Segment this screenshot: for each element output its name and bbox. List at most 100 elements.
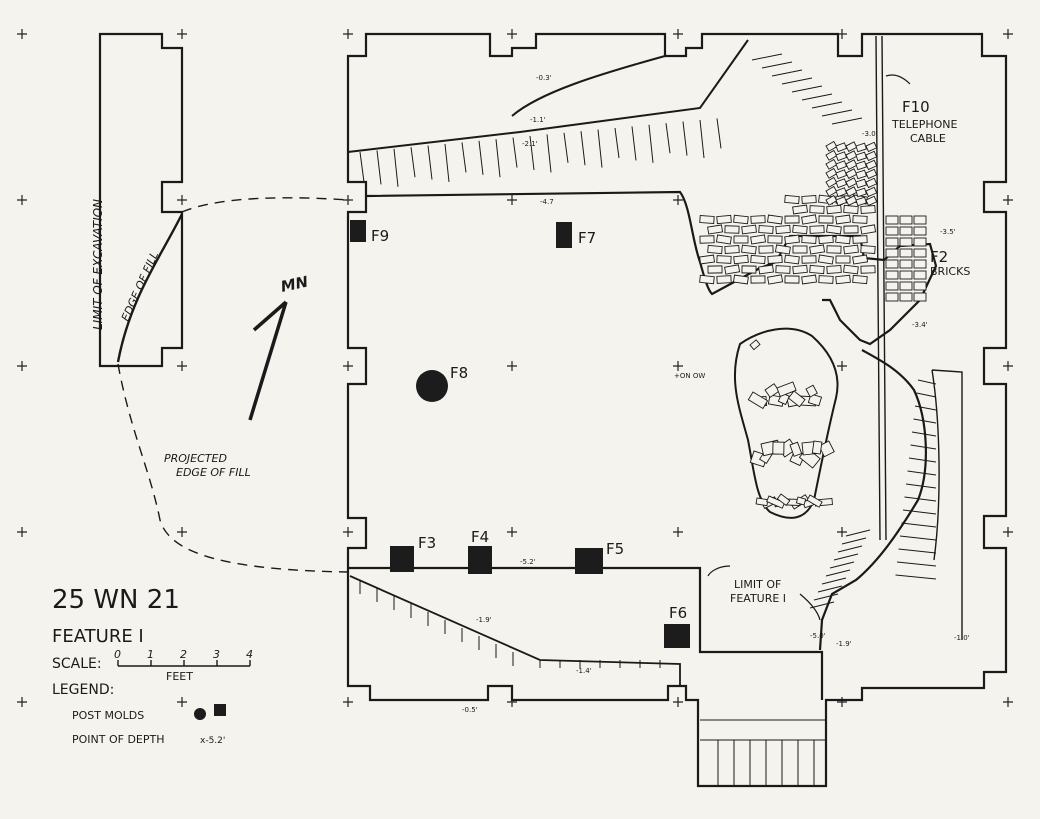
- depth-point: -0.3': [536, 74, 552, 82]
- f10-label: F10: [902, 98, 930, 116]
- brick: [716, 214, 732, 225]
- main-excavation-outline: [346, 32, 1008, 788]
- grid-cross: [1003, 697, 1013, 707]
- brick: [899, 292, 913, 302]
- brick: [865, 168, 878, 180]
- brick: [860, 205, 876, 214]
- rubble-stone: [795, 496, 807, 506]
- bottom-stair-lines: [700, 719, 826, 786]
- brick: [801, 274, 817, 285]
- brick: [818, 215, 834, 224]
- brick: [860, 224, 877, 235]
- brick: [767, 255, 783, 264]
- grid-cross: [1003, 29, 1013, 39]
- post-mold-f5: [575, 548, 603, 574]
- scale-tick-3: 3: [213, 648, 220, 661]
- rubble-stone: [766, 495, 786, 509]
- magnetic-north-label: MN: [279, 272, 310, 295]
- brick: [826, 204, 842, 215]
- legend-depth-sample: x-5.2': [200, 736, 225, 746]
- brick: [826, 245, 842, 254]
- brick: [843, 244, 859, 255]
- grid-cross: [177, 361, 187, 371]
- grid-cross: [1003, 195, 1013, 205]
- brick: [825, 149, 838, 161]
- brick: [809, 225, 825, 234]
- feature-label-f3: F3: [418, 534, 436, 552]
- grid-cross: [673, 29, 683, 39]
- brick: [775, 224, 791, 235]
- post-mold-f3: [390, 546, 414, 572]
- projected-edge-top: [181, 197, 349, 213]
- bricks-cluster: [699, 140, 927, 302]
- depth-point: -0.5': [462, 706, 478, 714]
- brick: [818, 275, 834, 284]
- feature-label-f4: F4: [471, 528, 489, 546]
- brick: [885, 248, 899, 258]
- brick: [758, 225, 774, 234]
- rubble-stone: [749, 339, 761, 351]
- rubble-stone: [805, 384, 818, 398]
- rubble-stone: [755, 497, 769, 507]
- feature-label-f7: F7: [578, 229, 596, 247]
- brick: [899, 270, 913, 280]
- rubble-stone: [806, 494, 823, 508]
- brick: [750, 215, 766, 224]
- brick: [845, 141, 858, 152]
- brick: [913, 248, 927, 258]
- feature-label-f8: F9: [371, 227, 389, 245]
- grid-cross: [17, 697, 27, 707]
- brick: [885, 259, 899, 269]
- feature-label-f6: F6: [669, 604, 687, 622]
- post-mold-f4: [468, 546, 492, 574]
- brick: [843, 204, 859, 215]
- grid-cross: [177, 527, 187, 537]
- depth-point: -1.9': [476, 616, 492, 624]
- feature-label-f5: F5: [606, 540, 624, 558]
- bricks-label: BRICKS: [930, 265, 970, 278]
- brick: [913, 259, 927, 269]
- brick: [792, 204, 808, 215]
- brick: [699, 235, 715, 244]
- brick: [774, 244, 791, 255]
- brick: [817, 254, 834, 265]
- grid-cross: [177, 697, 187, 707]
- brick: [899, 259, 913, 269]
- grid-cross: [17, 195, 27, 205]
- brick: [809, 244, 826, 255]
- rubble-stone: [776, 493, 791, 507]
- brick: [801, 235, 817, 244]
- brick: [826, 224, 842, 235]
- rubble-stone: [747, 391, 769, 410]
- post-mold-f9: [416, 370, 448, 402]
- grid-cross: [507, 195, 517, 205]
- brick: [699, 274, 715, 285]
- brick: [707, 244, 723, 255]
- brick: [885, 292, 899, 302]
- brick: [835, 196, 848, 207]
- legend-point-of-depth: POINT OF DEPTH: [72, 733, 165, 746]
- north-arrow-icon: [248, 300, 288, 421]
- brick: [767, 214, 783, 225]
- grid-cross: [837, 361, 847, 371]
- brick: [865, 195, 878, 207]
- rubble-stone: [811, 440, 823, 455]
- brick: [913, 226, 927, 236]
- limit-feature-label-1: LIMIT OF: [734, 578, 781, 591]
- brick: [913, 237, 927, 247]
- limit-feature-leader: [707, 565, 821, 621]
- cable-label: CABLE: [910, 132, 946, 145]
- brick: [845, 195, 858, 206]
- scale-tick-2: 2: [180, 648, 187, 661]
- grid-cross: [507, 527, 517, 537]
- brick: [913, 281, 927, 291]
- grid-cross: [673, 195, 683, 205]
- brick: [835, 234, 851, 245]
- brick: [865, 186, 878, 198]
- brick: [767, 235, 783, 244]
- brick: [750, 254, 766, 265]
- grid-crosses: [17, 29, 1013, 707]
- projected-edge-label-2: EDGE OF FILL: [176, 466, 251, 479]
- brick: [899, 237, 913, 247]
